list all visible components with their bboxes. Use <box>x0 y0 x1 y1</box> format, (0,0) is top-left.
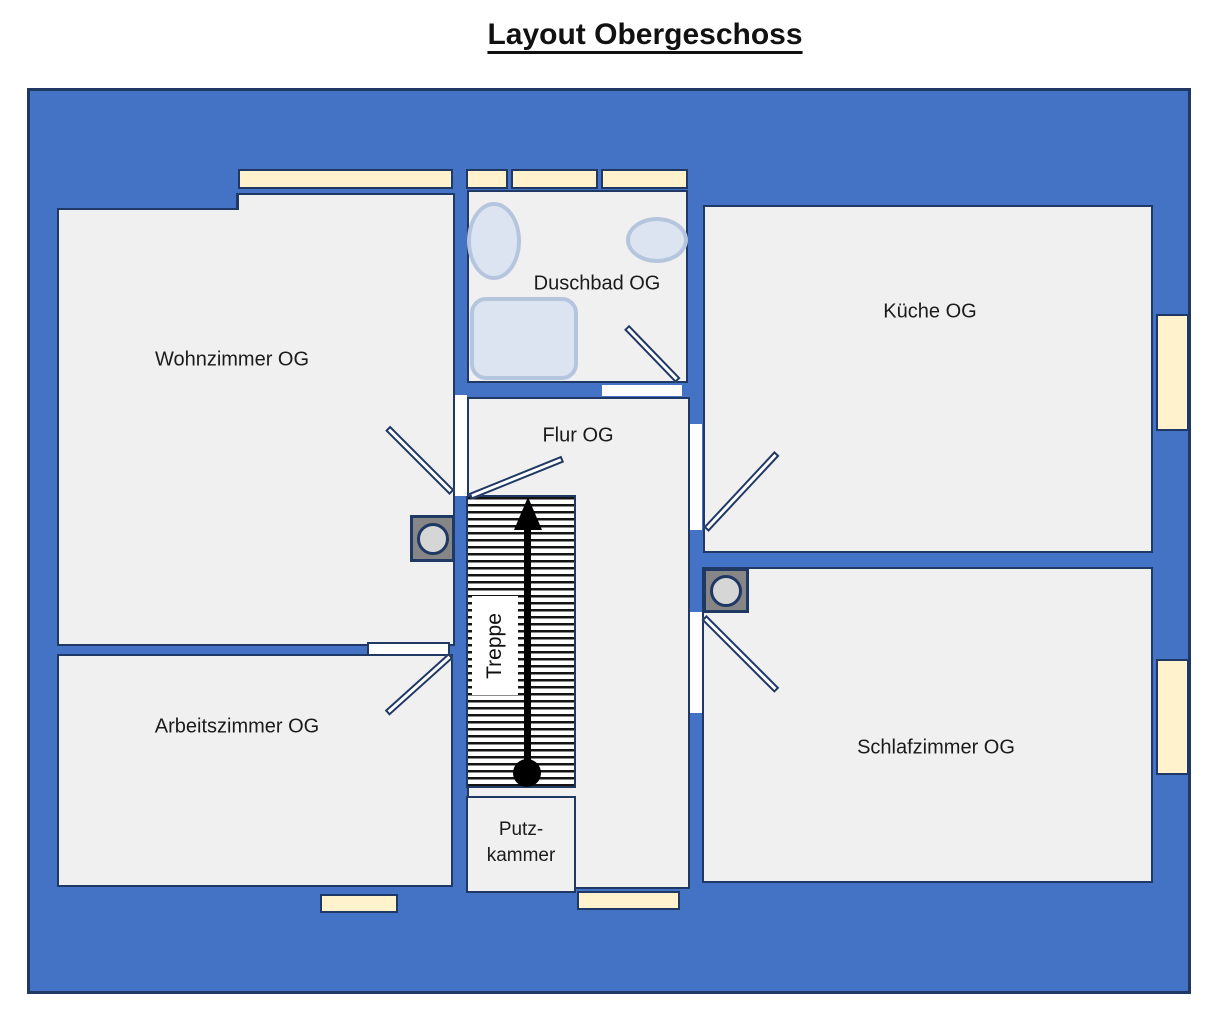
window-bottom-arbeitszimmer <box>320 894 398 913</box>
appliance-icon-schlafzimmer <box>703 568 749 613</box>
room-schlafzimmer <box>702 567 1153 883</box>
treppe-label-box: Treppe <box>472 596 518 695</box>
label-kueche: Küche OG <box>883 300 977 323</box>
room-arbeitszimmer <box>57 654 453 887</box>
door-opening-wohnzimmer-flur <box>455 395 467 496</box>
stairs-arrow-start-dot <box>513 759 541 787</box>
page-title: Layout Obergeschoss <box>487 18 803 51</box>
window-right-kueche <box>1156 314 1189 431</box>
appliance-disc <box>416 522 449 555</box>
wall-step-edge <box>236 193 239 210</box>
shower-icon <box>470 297 578 380</box>
window-right-schlafzimmer <box>1156 659 1189 775</box>
label-putzkammer-line1: Putz- <box>498 819 544 840</box>
stairs-arrow-shaft <box>524 526 531 766</box>
room-wohnzimmer-left <box>57 208 237 646</box>
door-opening-kueche <box>690 424 702 530</box>
room-wohnzimmer-right <box>237 193 455 646</box>
door-opening-arbeitszimmer <box>367 642 450 656</box>
label-putzkammer: Putz- kammer <box>487 817 556 869</box>
window-top-duschbad-1 <box>466 169 508 189</box>
window-bottom-flur <box>577 891 680 910</box>
room-putzkammer <box>466 796 576 893</box>
window-top-duschbad-3 <box>601 169 688 189</box>
label-schlafzimmer: Schlafzimmer OG <box>857 736 1015 759</box>
label-wohnzimmer: Wohnzimmer OG <box>154 348 310 371</box>
label-putzkammer-line2: kammer <box>486 845 556 866</box>
window-top-duschbad-2 <box>511 169 598 189</box>
label-flur: Flur OG <box>542 424 614 447</box>
door-opening-duschbad <box>602 385 682 396</box>
treppe-label: Treppe <box>483 612 507 679</box>
toilet-icon <box>467 202 521 280</box>
appliance-disc <box>710 574 742 607</box>
sink-icon <box>626 217 688 263</box>
window-top-wohnzimmer <box>238 169 453 189</box>
label-arbeitszimmer: Arbeitszimmer OG <box>154 715 320 738</box>
arrow-up-icon <box>514 497 542 530</box>
door-opening-schlafzimmer <box>690 612 702 713</box>
label-duschbad: Duschbad OG <box>533 272 661 295</box>
room-kueche <box>703 205 1153 553</box>
appliance-icon-flur <box>410 515 455 562</box>
